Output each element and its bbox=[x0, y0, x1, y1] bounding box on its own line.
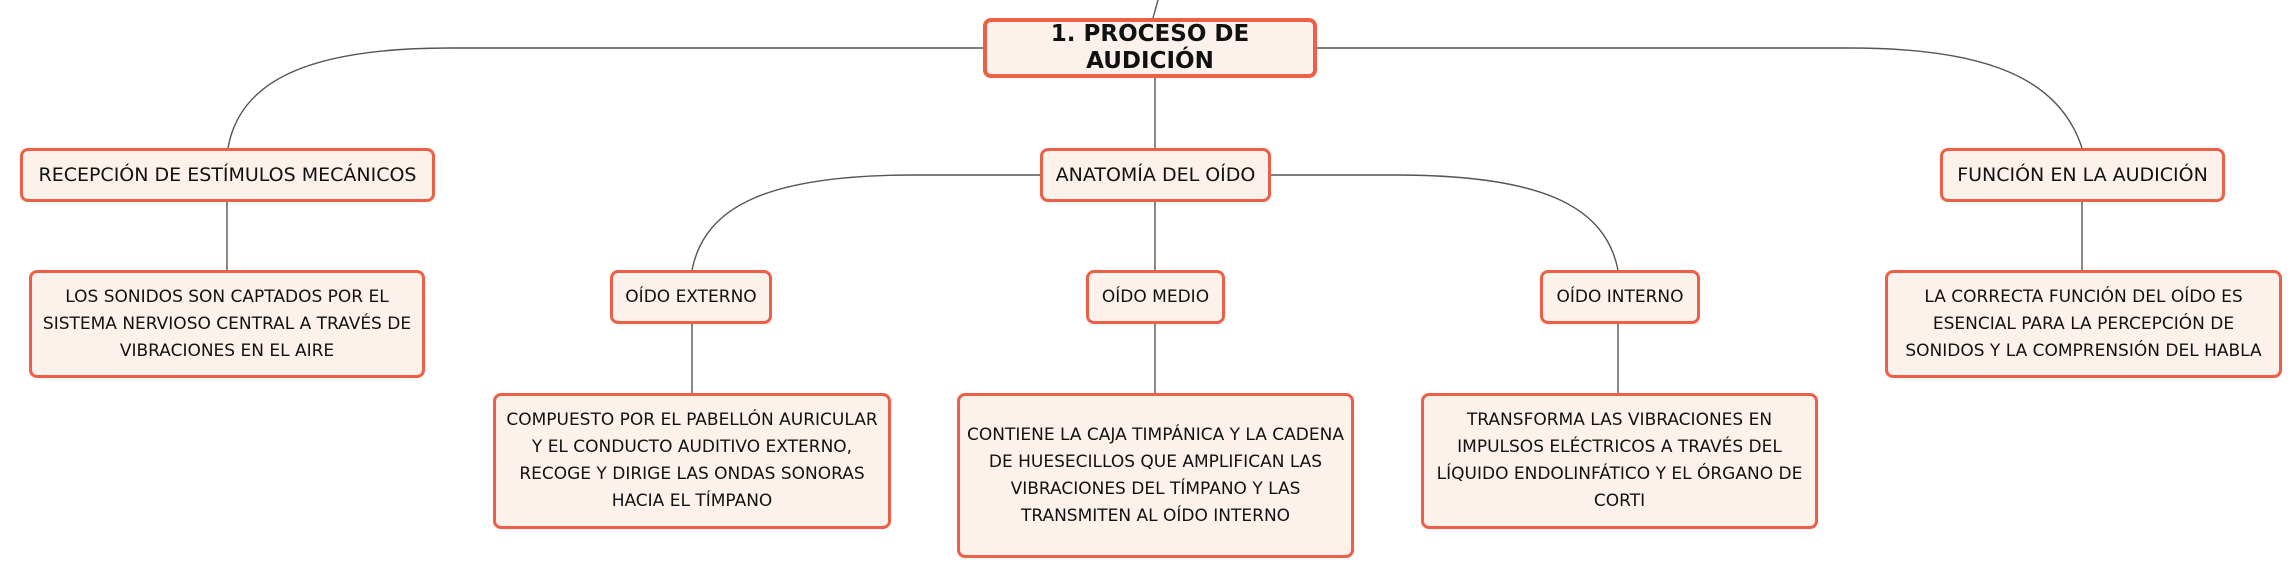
detail-recepcion-estimulos[interactable]: LOS SONIDOS SON CAPTADOS POR EL SISTEMA … bbox=[29, 270, 425, 378]
node-anatomia-oido[interactable]: ANATOMÍA DEL OÍDO bbox=[1040, 148, 1271, 202]
connector-parent-root bbox=[1152, 0, 1159, 19]
connector-root-funcion bbox=[1317, 47, 2083, 149]
detail-funcion-audicion[interactable]: LA CORRECTA FUNCIÓN DEL OÍDO ES ESENCIAL… bbox=[1885, 270, 2282, 378]
connector-anatomia-externo bbox=[691, 174, 1040, 271]
detail-oido-externo-text: COMPUESTO POR EL PABELLÓN AURICULAR Y EL… bbox=[506, 410, 878, 511]
detail-recepcion-estimulos-text: LOS SONIDOS SON CAPTADOS POR EL SISTEMA … bbox=[42, 286, 412, 361]
node-recepcion-estimulos[interactable]: RECEPCIÓN DE ESTÍMULOS MECÁNICOS bbox=[20, 148, 435, 202]
connector-anatomia-interno bbox=[1271, 174, 1619, 271]
node-anatomia-oido-label: ANATOMÍA DEL OÍDO bbox=[1055, 163, 1256, 186]
connector-root-recepcion bbox=[227, 47, 983, 149]
node-oido-interno[interactable]: OÍDO INTERNO bbox=[1540, 270, 1700, 324]
detail-oido-interno[interactable]: TRANSFORMA LAS VIBRACIONES EN IMPULSOS E… bbox=[1421, 393, 1818, 529]
detail-funcion-audicion-text: LA CORRECTA FUNCIÓN DEL OÍDO ES ESENCIAL… bbox=[1905, 286, 2262, 361]
detail-oido-medio[interactable]: CONTIENE LA CAJA TIMPÁNICA Y LA CADENA D… bbox=[957, 393, 1354, 558]
node-oido-externo-label: OÍDO EXTERNO bbox=[625, 286, 757, 307]
node-funcion-audicion-label: FUNCIÓN EN LA AUDICIÓN bbox=[1957, 163, 2208, 186]
root-node[interactable]: 1. PROCESO DE AUDICIÓN bbox=[983, 18, 1317, 78]
detail-oido-interno-text: TRANSFORMA LAS VIBRACIONES EN IMPULSOS E… bbox=[1436, 410, 1803, 511]
detail-oido-medio-text: CONTIENE LA CAJA TIMPÁNICA Y LA CADENA D… bbox=[967, 424, 1344, 526]
node-funcion-audicion[interactable]: FUNCIÓN EN LA AUDICIÓN bbox=[1940, 148, 2225, 202]
node-oido-medio-label: OÍDO MEDIO bbox=[1101, 286, 1210, 307]
node-oido-externo[interactable]: OÍDO EXTERNO bbox=[610, 270, 772, 324]
node-oido-medio[interactable]: OÍDO MEDIO bbox=[1086, 270, 1225, 324]
root-node-label: 1. PROCESO DE AUDICIÓN bbox=[1050, 21, 1250, 74]
node-oido-interno-label: OÍDO INTERNO bbox=[1556, 286, 1684, 307]
detail-oido-externo[interactable]: COMPUESTO POR EL PABELLÓN AURICULAR Y EL… bbox=[493, 393, 891, 529]
node-recepcion-estimulos-label: RECEPCIÓN DE ESTÍMULOS MECÁNICOS bbox=[38, 163, 417, 186]
